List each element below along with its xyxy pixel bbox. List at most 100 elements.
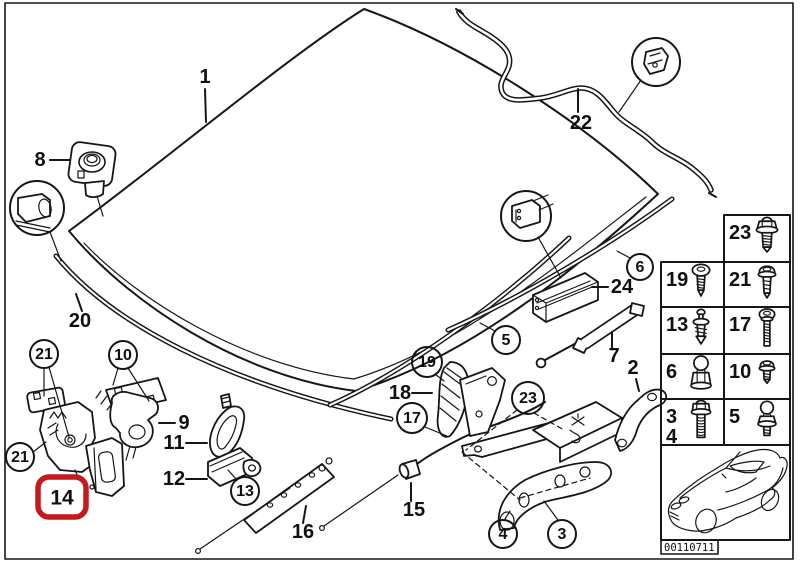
bracket-24-drawing	[532, 272, 599, 323]
fastener-number-3: 3	[666, 406, 677, 428]
part-label-9: 9	[178, 412, 189, 434]
part-label-18: 18	[389, 382, 411, 404]
circled-part-label-13: 13	[236, 483, 254, 500]
circled-part-label-3: 3	[558, 526, 567, 543]
leader-line-21	[32, 441, 47, 453]
circled-part-label-19: 19	[418, 354, 436, 371]
fastener-cell-6: 6	[660, 353, 725, 400]
fastener-cell-17: 17	[723, 306, 791, 355]
hinge-2-drawing	[461, 388, 668, 531]
fastener-number-23: 23	[729, 222, 751, 244]
part-label-11: 11	[163, 432, 184, 454]
screw-short-icon	[758, 360, 776, 385]
callout-circle-23	[511, 381, 545, 415]
car-thumbnail	[660, 444, 791, 541]
bolt-flange-icon	[690, 399, 712, 439]
fastener-cell-3: 34	[660, 398, 725, 448]
screw-pan-icon	[691, 263, 711, 297]
leader-line-13	[227, 469, 238, 481]
callout-circle-3	[547, 519, 577, 549]
leader-line-4	[504, 510, 511, 520]
fastener-number-4: 4	[666, 426, 678, 448]
fastener-cell-13: 13	[660, 306, 725, 355]
part-label-22: 22	[570, 112, 592, 134]
gas-strut-7-drawing	[535, 302, 645, 369]
circled-part-label-6: 6	[636, 259, 645, 276]
highlight-box	[35, 474, 89, 520]
diagram-code-box: 00110711	[660, 539, 719, 555]
part-label-12: 12	[163, 468, 185, 490]
callout-circle-10	[108, 340, 138, 370]
leader-line-17	[424, 426, 448, 437]
callout-circle-19	[411, 346, 443, 378]
leader-line-6	[616, 250, 631, 259]
callout-circle-17	[396, 402, 428, 434]
leader-line-23	[533, 412, 565, 431]
part-label-16: 16	[292, 521, 314, 543]
leader-line-21	[48, 366, 70, 438]
leader-line-2	[635, 378, 640, 392]
screw-cap-icon	[757, 265, 777, 299]
circled-part-label-23: 23	[519, 390, 537, 407]
circled-part-label-21: 21	[11, 449, 29, 466]
fastener-number-19: 19	[666, 269, 688, 291]
hood-panel-drawing	[68, 8, 659, 392]
leader-line-10	[112, 367, 119, 386]
callout-circle-21	[5, 442, 35, 472]
circled-part-label-10: 10	[114, 347, 132, 364]
part-label-15: 15	[403, 499, 425, 521]
fastener-number-10: 10	[729, 361, 751, 383]
leader-line-5	[479, 322, 496, 332]
grommet-8-drawing	[67, 141, 117, 217]
strip-16-drawing	[195, 457, 335, 554]
callout-circle-6	[626, 253, 654, 281]
rivet-clip-icon	[692, 308, 710, 345]
fastener-number-17: 17	[729, 314, 751, 336]
circled-part-label-21: 21	[35, 346, 53, 363]
fastener-cell-21: 21	[723, 261, 791, 308]
buffer-11-12-drawing	[207, 393, 262, 487]
part-label-24: 24	[611, 276, 634, 298]
part-label-2: 2	[627, 357, 638, 379]
fastener-cell-10: 10	[723, 353, 791, 400]
screw-long-icon	[758, 308, 776, 347]
callout-circle-21	[29, 339, 59, 369]
fastener-number-5: 5	[729, 406, 740, 428]
fastener-number-6: 6	[666, 361, 677, 383]
part-label-20: 20	[69, 310, 91, 332]
callout-circle-4	[488, 519, 518, 549]
fastener-number-21: 21	[729, 269, 751, 291]
bowden-tube-22-drawing	[455, 8, 717, 198]
leader-line-20	[75, 293, 83, 312]
buffer-magnifier-detail	[9, 180, 65, 262]
part-label-8: 8	[34, 149, 45, 171]
leader-line-19	[434, 373, 445, 382]
catch-9-10-drawing	[95, 377, 167, 461]
fastener-number-13: 13	[666, 314, 688, 336]
fastener-cell-5: 5	[723, 398, 791, 446]
leader-line-16	[302, 505, 307, 524]
highlighted-part-label: 14	[50, 487, 74, 510]
circled-part-label-17: 17	[403, 410, 421, 427]
latch-14-drawing	[26, 386, 125, 497]
diagram-code: 00110711	[664, 542, 715, 554]
callout-circle-5	[491, 325, 521, 355]
clip-magnifier-detail	[500, 190, 562, 279]
leader-line-23	[465, 409, 518, 451]
page-border	[4, 2, 794, 560]
part-label-7: 7	[608, 345, 619, 367]
fastener-cell-23: 23	[723, 214, 791, 263]
leader-line-10	[127, 367, 150, 402]
fastener-cell-19: 19	[660, 261, 725, 308]
leader-line-3	[543, 500, 559, 521]
release-lever-18-drawing	[436, 361, 506, 438]
circled-part-label-4: 4	[499, 526, 508, 543]
leader-line-1	[204, 88, 207, 123]
part-label-1: 1	[199, 66, 210, 88]
callout-circle-13	[230, 476, 260, 506]
ballstud-short-icon	[757, 400, 777, 437]
